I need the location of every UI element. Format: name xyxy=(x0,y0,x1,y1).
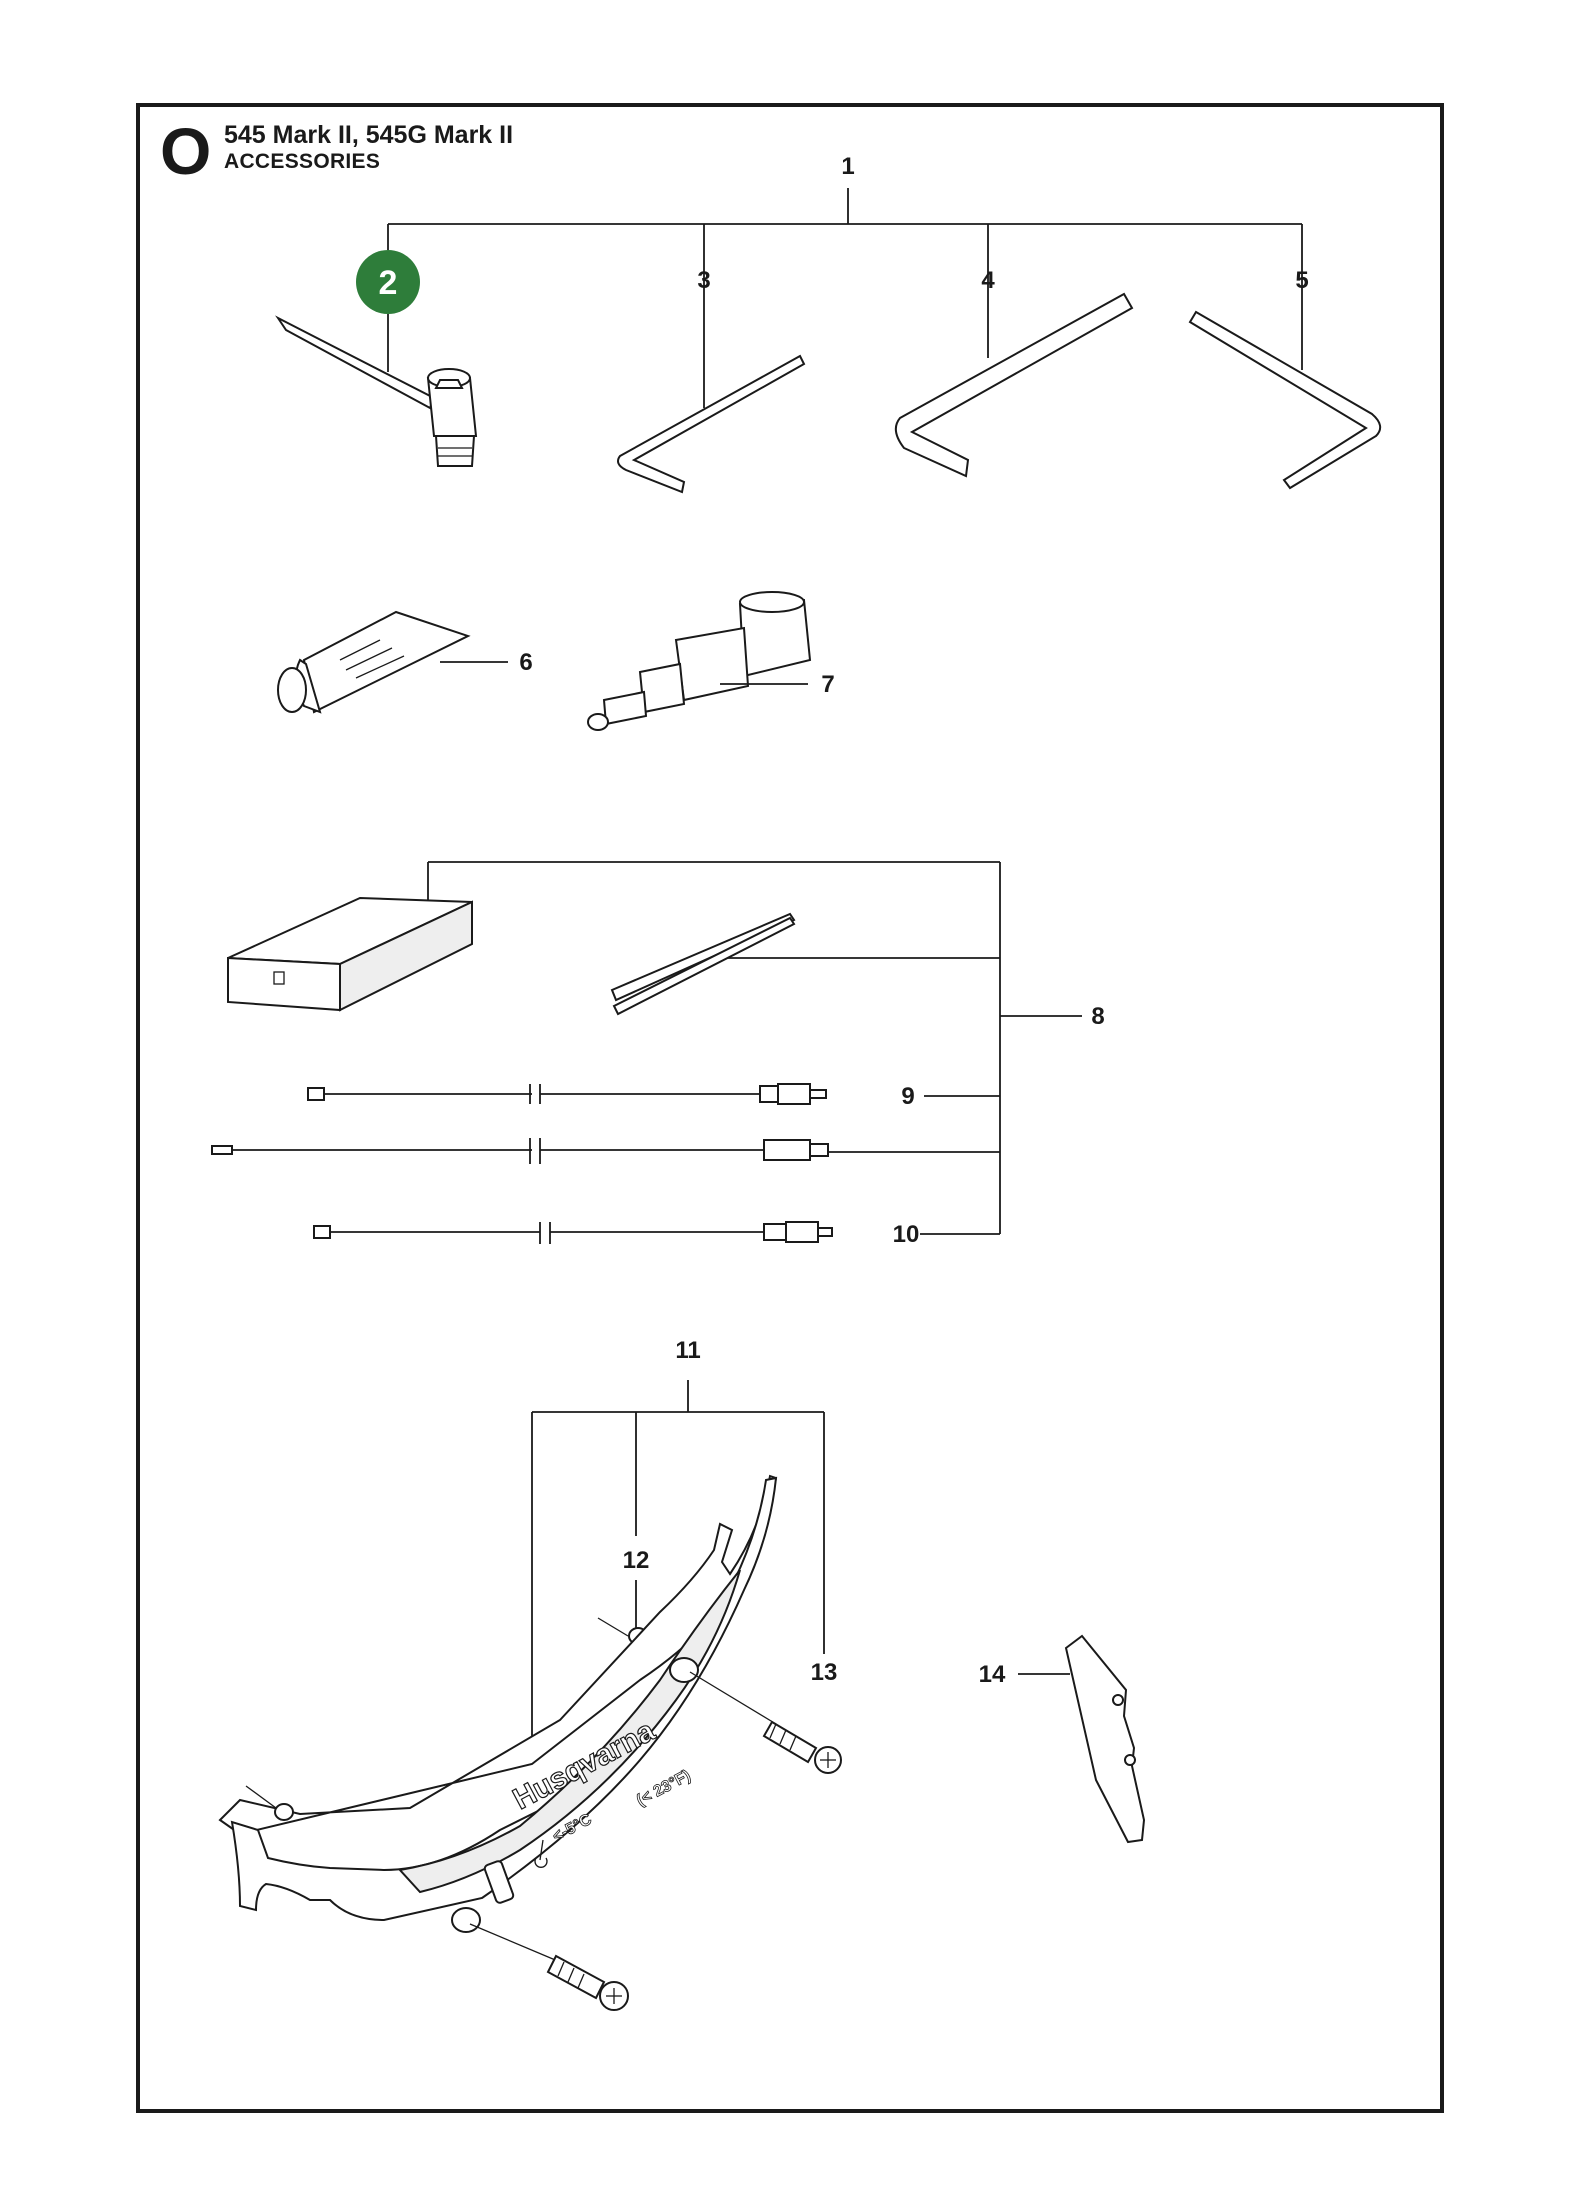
o-ring-lower xyxy=(274,1803,294,1821)
callout-5: 5 xyxy=(1295,267,1308,294)
piston-stop-tool-part xyxy=(587,591,812,731)
callout-13: 13 xyxy=(811,1659,838,1686)
page-subtitle: ACCESSORIES xyxy=(224,150,381,173)
cable-middle-part xyxy=(211,1138,829,1164)
guard-plate-part: Husqvarna <-5°C (< 23°F) xyxy=(218,1474,778,1933)
hex-key-large-part xyxy=(894,292,1134,478)
cable-9-part xyxy=(307,1083,827,1105)
group-11-bracket xyxy=(531,1380,825,1764)
group-1-bracket xyxy=(387,188,1303,250)
grease-tube-part xyxy=(277,610,471,714)
callout-9: 9 xyxy=(901,1083,914,1110)
callout-7: 7 xyxy=(821,671,834,698)
callout-14: 14 xyxy=(979,1661,1006,1688)
torx-key-part xyxy=(1188,310,1382,490)
callout-2-badge: 2 xyxy=(356,250,420,314)
hex-key-small-part xyxy=(617,354,806,494)
page-frame xyxy=(136,103,1444,2113)
group-8-bracket xyxy=(427,861,1082,1235)
callout-11: 11 xyxy=(675,1337,700,1364)
guard-temp-f: (< 23°F) xyxy=(634,1767,694,1809)
callout-6: 6 xyxy=(519,649,532,676)
section-letter: O xyxy=(160,114,212,188)
callout-2: 2 xyxy=(379,264,398,302)
screw-upper-part xyxy=(689,1671,842,1774)
callout-4: 4 xyxy=(981,267,995,294)
screw-lower-part xyxy=(469,1923,629,2011)
callout-8: 8 xyxy=(1091,1003,1104,1030)
tweezers-part xyxy=(610,912,796,1016)
diagnostic-interface-box-part xyxy=(227,896,473,1012)
socket-wrench-part xyxy=(275,315,478,467)
callout-3: 3 xyxy=(697,267,710,294)
callout-12: 12 xyxy=(623,1547,650,1574)
bracket-14-part xyxy=(1064,1634,1146,1844)
callout-10: 10 xyxy=(893,1221,920,1248)
callout-1: 1 xyxy=(841,153,854,180)
page-title: 545 Mark II, 545G Mark II xyxy=(224,121,514,149)
cable-10-part xyxy=(313,1221,833,1244)
